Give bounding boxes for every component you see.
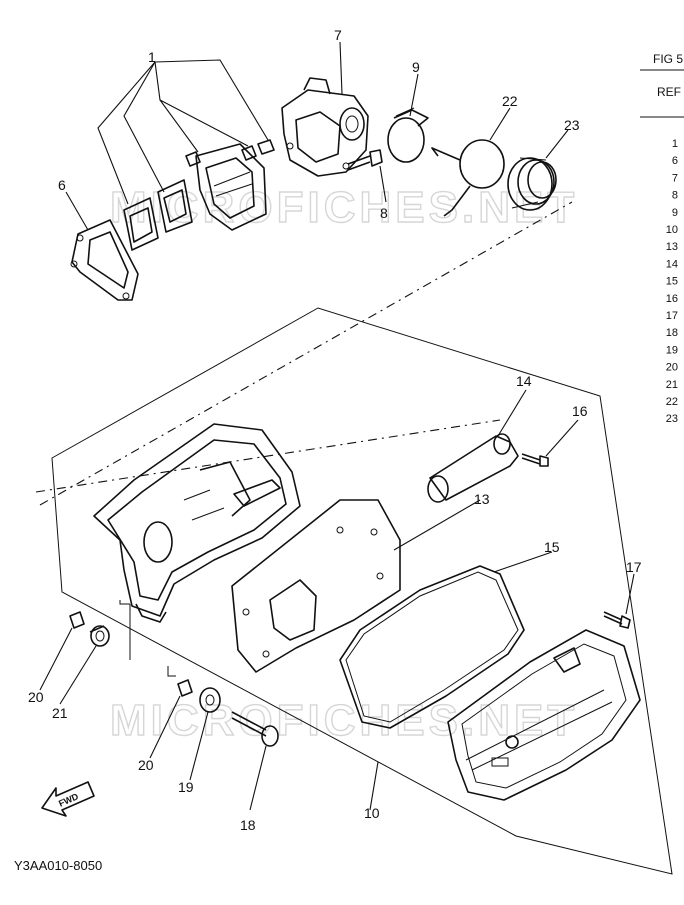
ref-number: 20 [666, 362, 678, 374]
ref-number: 21 [666, 379, 678, 391]
callout-14: 14 [516, 373, 532, 389]
callout-1: 1 [148, 49, 156, 65]
callout-16: 16 [572, 403, 588, 419]
drawing-code: Y3AA010-8050 [14, 858, 102, 873]
ref-number: 13 [666, 241, 678, 253]
ref-number: 1 [672, 138, 678, 150]
spring-part-22 [431, 139, 505, 217]
fwd-arrow-icon: FWD [41, 781, 95, 817]
watermark-bottom: MICROFICHES.NET [110, 696, 578, 745]
ref-number: 14 [666, 258, 678, 270]
callout-20-right: 20 [138, 757, 154, 773]
callout-17: 17 [626, 559, 642, 575]
ref-number: 15 [666, 276, 678, 288]
plug-part-20-right [177, 679, 193, 697]
plug-part-20-left [69, 611, 85, 629]
ref-number: 8 [672, 190, 678, 202]
gasket-part-6 [70, 219, 139, 301]
callout-19: 19 [178, 779, 194, 795]
callout-8: 8 [380, 205, 388, 221]
callout-22: 22 [502, 93, 518, 109]
joint-part-23 [507, 157, 557, 211]
bracket-mark-left [119, 600, 130, 605]
ref-number: 9 [672, 207, 678, 219]
air-cleaner-case [93, 423, 301, 623]
tube-part-14 [427, 433, 519, 503]
ref-number: 16 [666, 293, 678, 305]
screw-part-17 [603, 611, 631, 629]
assembly-centerline-2 [35, 419, 501, 493]
air-cleaner-assembly-outline [51, 307, 673, 875]
callout-15: 15 [544, 539, 560, 555]
callout-13: 13 [474, 491, 490, 507]
callout-6: 6 [58, 177, 66, 193]
ref-number: 18 [666, 327, 678, 339]
ref-number: 10 [666, 224, 678, 236]
leader-lines [39, 41, 635, 811]
ref-number: 22 [666, 396, 678, 408]
callout-9: 9 [412, 59, 420, 75]
callout-18: 18 [240, 817, 256, 833]
screw-part-16 [521, 453, 549, 467]
element-part-13 [231, 499, 401, 673]
figure-label: FIG 5 [653, 52, 683, 66]
grommet-part-21 [89, 625, 110, 647]
reed-valve-assembly-part-1 [123, 139, 275, 251]
assembly-centerline [39, 201, 573, 506]
ref-number: 7 [672, 172, 678, 184]
air-cleaner-cap [447, 629, 641, 801]
bolt-part-18 [231, 711, 279, 747]
hose-clamp-part-9 [387, 107, 429, 163]
callout-7: 7 [334, 27, 342, 43]
callout-23: 23 [564, 117, 580, 133]
ref-number: 6 [672, 155, 678, 167]
ref-header: REF [657, 85, 681, 99]
callout-20-left: 20 [28, 689, 44, 705]
bolt-part-8 [347, 149, 383, 171]
washer-part-19 [199, 687, 221, 713]
ref-number: 17 [666, 310, 678, 322]
callout-21: 21 [52, 705, 68, 721]
callout-10: 10 [364, 805, 380, 821]
seal-part-15 [339, 565, 525, 729]
ref-number: 19 [666, 344, 678, 356]
bracket-mark-right [167, 666, 176, 677]
ref-number: 23 [666, 413, 678, 425]
